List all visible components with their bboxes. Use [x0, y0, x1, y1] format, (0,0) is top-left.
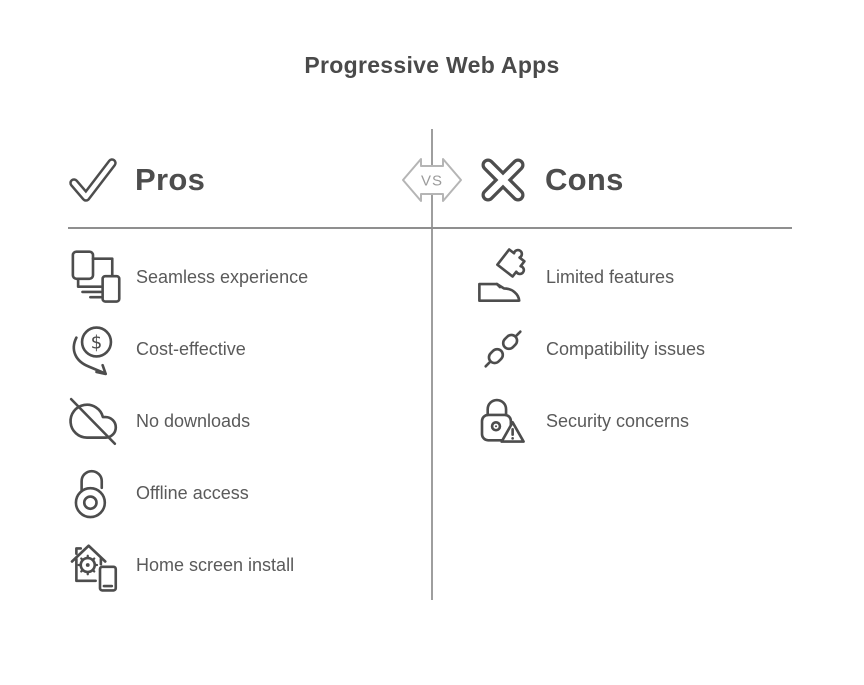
broken-link-icon [474, 320, 532, 378]
page-title: Progressive Web Apps [304, 52, 560, 78]
devices-icon [64, 248, 122, 306]
con-item-label: Limited features [546, 266, 675, 287]
list-item: Security concerns [474, 385, 705, 457]
puzzle-hand-icon [474, 248, 532, 306]
pros-header: Pros [64, 150, 205, 210]
dollar-decrease-icon: $ [64, 320, 122, 378]
list-item: Offline access [64, 457, 308, 529]
svg-text:$: $ [91, 333, 103, 354]
lock-warning-icon [474, 392, 532, 450]
pro-item-label: No downloads [136, 410, 251, 431]
checkmark-icon [64, 151, 122, 209]
cross-icon [474, 151, 532, 209]
vertical-divider [431, 129, 433, 600]
vs-double-arrow-icon: VS [402, 158, 462, 202]
list-item: Seamless experience [64, 241, 308, 313]
cons-list: Limited features Compatibility issues [474, 241, 705, 457]
horizontal-divider [68, 227, 792, 229]
pro-item-label: Cost-effective [136, 338, 246, 359]
pro-item-label: Home screen install [136, 554, 295, 575]
list-item: Home screen install [64, 529, 308, 601]
con-item-label: Compatibility issues [546, 338, 706, 359]
pros-heading: Pros [135, 162, 206, 197]
cons-header: Cons [474, 150, 624, 210]
list-item: No downloads [64, 385, 308, 457]
vs-label: VS [421, 173, 443, 190]
list-item: Compatibility issues [474, 313, 705, 385]
con-item-label: Security concerns [546, 410, 690, 431]
home-gear-phone-icon [64, 536, 122, 594]
unlocked-padlock-icon [64, 464, 122, 522]
list-item: Limited features [474, 241, 705, 313]
cons-heading: Cons [545, 162, 624, 197]
cloud-slash-icon [64, 392, 122, 450]
pros-list: Seamless experience $ Cost-effective [64, 241, 308, 601]
pro-item-label: Offline access [136, 482, 249, 503]
vs-badge: VS [401, 153, 463, 207]
pro-item-label: Seamless experience [136, 266, 309, 287]
list-item: $ Cost-effective [64, 313, 308, 385]
